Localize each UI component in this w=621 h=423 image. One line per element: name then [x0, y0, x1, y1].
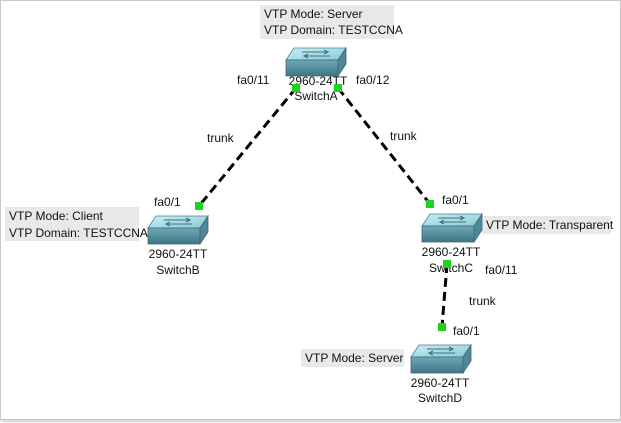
trunk-link-c-d [440, 263, 449, 328]
port-dot-b-fa0-1 [195, 202, 203, 210]
switch-d-icon[interactable] [410, 344, 472, 374]
switch-d-model: 2960-24TT [411, 376, 470, 390]
switch-d-vtp-note: VTP Mode: Server [301, 349, 404, 367]
switch-c-name: SwitchC [429, 261, 473, 275]
switch-b-vtp-note: VTP Mode: Client VTP Domain: TESTCCNA [5, 207, 148, 241]
switch-b-model: 2960-24TT [149, 247, 208, 261]
switch-d-name: SwitchD [418, 391, 462, 405]
port-label-a-fa0-12: fa0/12 [356, 73, 390, 87]
switch-c-model: 2960-24TT [422, 245, 481, 259]
port-dot-a-fa0-12 [334, 84, 342, 92]
port-label-c-fa0-1: fa0/1 [442, 193, 469, 207]
port-dot-a-fa0-11 [292, 84, 300, 92]
switch-a-vtp-note: VTP Mode: Server VTP Domain: TESTCCNA [260, 5, 403, 39]
switch-d-vtp-mode: VTP Mode: Server [305, 351, 403, 365]
switch-b-name: SwitchB [156, 263, 199, 277]
switch-d[interactable]: 2960-24TT SwitchD [410, 344, 472, 405]
port-label-d-fa0-1: fa0/1 [453, 324, 480, 338]
switch-c-vtp-mode: VTP Mode: Transparent [486, 218, 614, 232]
link-label-c-d: trunk [469, 294, 497, 308]
switch-a-model: 2960-24TT [289, 74, 348, 88]
link-label-a-b: trunk [207, 131, 235, 145]
port-dot-c-fa0-1 [426, 200, 434, 208]
port-dot-c-fa0-11 [443, 260, 451, 268]
port-label-c-fa0-11: fa0/11 [485, 263, 518, 277]
switch-b-vtp-mode: VTP Mode: Client [9, 209, 103, 223]
switch-c[interactable]: 2960-24TT SwitchC [421, 213, 483, 275]
switch-c-vtp-note: VTP Mode: Transparent [482, 216, 614, 234]
switch-a-icon[interactable] [285, 47, 347, 77]
switch-b[interactable]: 2960-24TT SwitchB [147, 215, 209, 277]
port-label-a-fa0-11: fa0/11 [237, 73, 270, 87]
switch-c-icon[interactable] [421, 213, 483, 243]
port-label-b-fa0-1: fa0/1 [154, 195, 181, 209]
trunk-link-a-c [336, 87, 432, 205]
port-dot-d-fa0-1 [438, 323, 446, 331]
link-label-a-c: trunk [390, 129, 418, 143]
switch-a-vtp-mode: VTP Mode: Server [264, 7, 362, 21]
switch-a-name: SwitchA [294, 89, 337, 103]
switch-a-vtp-domain: VTP Domain: TESTCCNA [264, 23, 403, 37]
switch-b-icon[interactable] [147, 215, 209, 245]
trunk-link-a-b [197, 87, 298, 207]
switch-b-vtp-domain: VTP Domain: TESTCCNA [9, 226, 148, 240]
switch-a[interactable]: 2960-24TT SwitchA [285, 47, 348, 103]
